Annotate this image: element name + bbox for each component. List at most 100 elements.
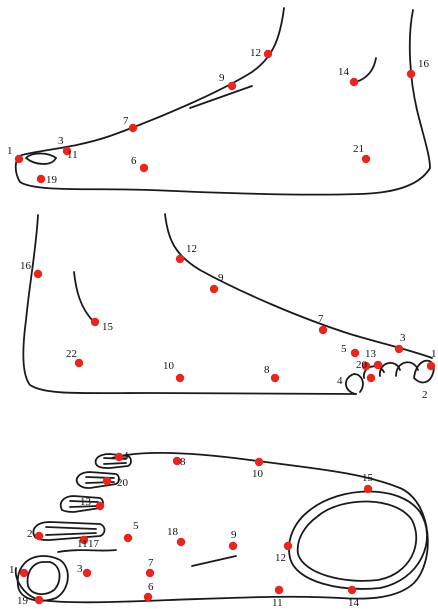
label-17: 17 (88, 538, 100, 550)
label-22: 22 (66, 348, 77, 360)
toe-4 (77, 472, 119, 488)
point-6 (140, 164, 148, 172)
medial-view (16, 8, 430, 195)
label-4: 4 (123, 450, 129, 462)
label-13: 13 (80, 496, 92, 508)
point-4 (367, 374, 375, 382)
point-5 (124, 534, 132, 542)
label-15: 15 (102, 321, 114, 333)
point-12 (284, 542, 292, 550)
point-1 (15, 155, 23, 163)
big-toe-inner (28, 562, 60, 594)
lateral-ankle-bone (74, 272, 94, 322)
label-3: 3 (77, 563, 83, 575)
label-15: 15 (362, 472, 374, 484)
sole-heel-inner (298, 501, 417, 580)
lateral-dorsum-outline (165, 214, 432, 358)
label-11: 11 (77, 538, 88, 550)
label-11: 11 (272, 597, 283, 609)
label-9: 9 (231, 529, 237, 541)
label-3: 3 (400, 332, 406, 344)
lateral-view (23, 214, 434, 394)
label-1: 1 (431, 348, 437, 360)
point-16 (34, 270, 42, 278)
label-20: 20 (356, 359, 368, 371)
point-9 (229, 542, 237, 550)
label-1: 1 (9, 564, 15, 576)
point-7 (129, 124, 137, 132)
lateral-little-toe (346, 374, 363, 394)
label-1: 1 (7, 145, 13, 157)
plantar-labels: 4 20 8 10 15 13 5 18 9 2 11 17 12 1 3 7 … (9, 450, 374, 609)
lateral-points (34, 255, 435, 382)
point-14 (348, 586, 356, 594)
medial-big-toe (26, 154, 56, 165)
point-7 (146, 569, 154, 577)
point-14 (350, 78, 358, 86)
point-3 (83, 569, 91, 577)
toe-crease (58, 550, 116, 552)
label-10: 10 (252, 468, 264, 480)
point-10 (176, 374, 184, 382)
point-9 (210, 285, 218, 293)
point-15 (91, 318, 99, 326)
label-2: 2 (422, 389, 428, 401)
point-6 (144, 593, 152, 601)
point-18 (177, 538, 185, 546)
medial-ankle-bone (356, 58, 376, 82)
medial-dorsum-outline (16, 8, 430, 195)
label-14: 14 (348, 597, 360, 609)
toe-2-inner (46, 527, 96, 535)
point-3 (395, 345, 403, 353)
label-7: 7 (148, 557, 154, 569)
label-7: 7 (123, 115, 129, 127)
label-21: 21 (353, 143, 364, 155)
point-11 (275, 586, 283, 594)
label-8: 8 (180, 456, 186, 468)
point-20 (103, 477, 111, 485)
label-5: 5 (341, 343, 347, 355)
point-1 (427, 362, 435, 370)
label-14: 14 (338, 66, 350, 78)
point-16 (407, 70, 415, 78)
point-13 (96, 502, 104, 510)
point-21 (362, 155, 370, 163)
lateral-heel-outline (23, 215, 356, 394)
medial-labels: 1 3 11 7 9 12 6 19 14 16 21 (7, 47, 430, 186)
label-4: 4 (337, 375, 343, 387)
label-12: 12 (275, 552, 286, 564)
label-7: 7 (318, 313, 324, 325)
point-22 (75, 359, 83, 367)
point-5 (351, 349, 359, 357)
label-11: 11 (67, 149, 78, 161)
sole-arch-line (192, 556, 236, 566)
point-10 (255, 458, 263, 466)
point-2 (35, 532, 43, 540)
point-19 (37, 175, 45, 183)
label-12: 12 (186, 243, 197, 255)
label-6: 6 (148, 581, 154, 593)
label-19: 19 (46, 174, 58, 186)
medial-heel-outline (410, 10, 430, 168)
point-15 (364, 485, 372, 493)
label-8: 8 (264, 364, 270, 376)
label-16: 16 (20, 260, 32, 272)
label-2: 2 (27, 528, 33, 540)
point-7 (319, 326, 327, 334)
point-8 (271, 374, 279, 382)
label-6: 6 (131, 155, 137, 167)
sole-heel-outer (289, 492, 427, 589)
label-5: 5 (133, 520, 139, 532)
point-1 (20, 569, 28, 577)
label-3: 3 (58, 135, 64, 147)
point-12 (264, 50, 272, 58)
point-19 (35, 596, 43, 604)
point-9 (228, 82, 236, 90)
label-20: 20 (117, 477, 129, 489)
label-19: 19 (17, 595, 29, 607)
point-4 (115, 453, 123, 461)
point-20 (374, 361, 382, 369)
label-9: 9 (219, 72, 225, 84)
medial-points (15, 50, 415, 183)
